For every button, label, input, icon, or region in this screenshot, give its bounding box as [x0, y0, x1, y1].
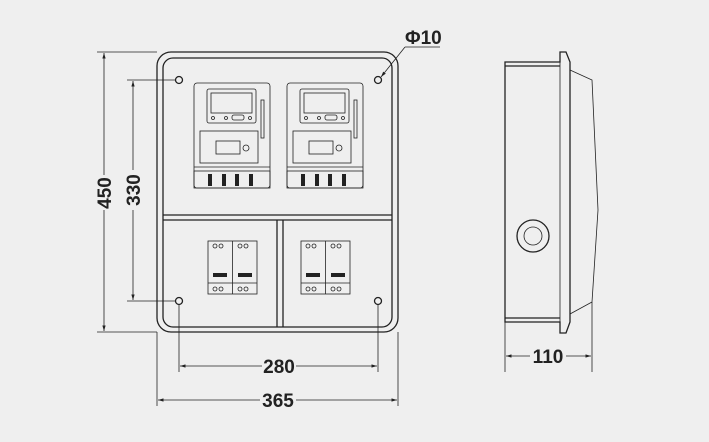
side-view: [504, 51, 599, 334]
dimension-365-label: 365: [262, 391, 294, 412]
dimension-365: 365: [156, 332, 399, 412]
mounting-holes: [174, 75, 383, 306]
dimension-450-label: 450: [95, 177, 116, 209]
dimension-450: 450: [95, 51, 157, 333]
dimension-330: 330: [124, 79, 176, 302]
breaker-left: [207, 240, 258, 295]
meter-right: [286, 82, 364, 189]
dimension-hole-diameter: Φ10: [380, 28, 442, 78]
dimension-110: 110: [504, 302, 593, 372]
meter-left: [193, 82, 271, 189]
outer-frame: [156, 51, 399, 333]
breaker-right: [300, 240, 351, 295]
dimension-330-label: 330: [124, 174, 145, 206]
dimension-110-label: 110: [533, 347, 564, 368]
hole-diameter-label: Φ10: [405, 28, 442, 49]
front-view: [156, 51, 399, 333]
dimension-280-label: 280: [263, 357, 295, 378]
cable-entry-knockout: [516, 219, 550, 253]
dimension-280: 280: [178, 305, 379, 378]
